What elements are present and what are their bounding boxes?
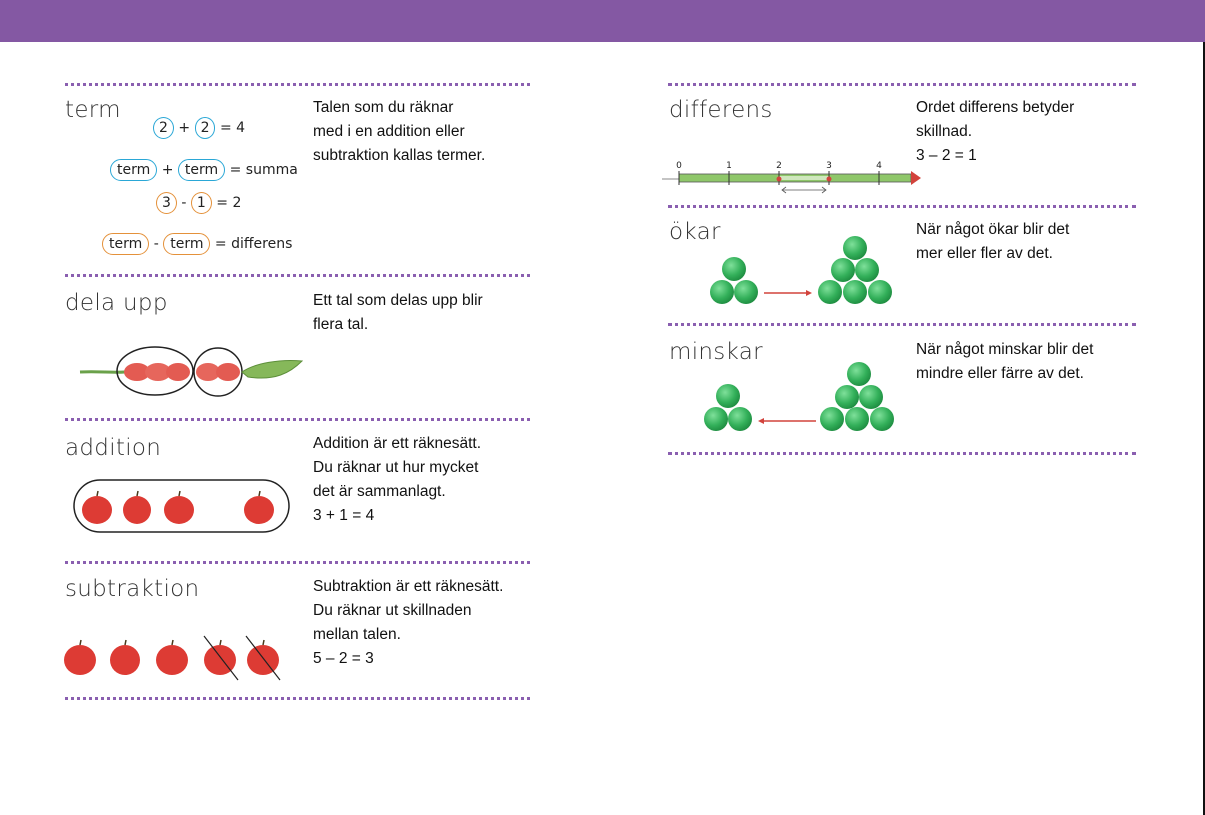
addition-word: addition bbox=[65, 435, 162, 461]
term-example-row-3: 3 - 1 = 2 bbox=[156, 192, 241, 214]
minskar-definition: När något minskar blir det mindre eller … bbox=[916, 341, 1094, 382]
separator bbox=[668, 452, 1136, 455]
split-pods-illustration bbox=[79, 346, 304, 397]
dela-upp-definition: Ett tal som delas upp blir flera tal. bbox=[313, 292, 483, 333]
separator bbox=[65, 561, 530, 564]
okar-definition: När något ökar blir det mer eller fler a… bbox=[916, 221, 1070, 262]
page-edge bbox=[1203, 42, 1205, 815]
header-bar bbox=[0, 0, 1205, 42]
separator bbox=[65, 83, 530, 86]
term-definition: Talen som du räknar med i en addition el… bbox=[313, 99, 486, 164]
decrease-illustration bbox=[704, 362, 894, 431]
differens-definition: Ordet differens betyder skillnad. 3 – 2 … bbox=[916, 99, 1075, 164]
tick-label: 3 bbox=[826, 161, 832, 171]
term-example-row-2: term + term = summa bbox=[110, 159, 298, 181]
differens-word: differens bbox=[669, 97, 773, 123]
apples-grouped-illustration bbox=[73, 479, 290, 533]
tick-label: 2 bbox=[776, 161, 782, 171]
minskar-word: minskar bbox=[669, 339, 763, 365]
number-line: 0 1 2 3 4 bbox=[662, 161, 921, 194]
term-word: term bbox=[65, 97, 121, 123]
subtraktion-definition: Subtraktion är ett räknesätt. Du räknar … bbox=[313, 578, 504, 667]
increase-illustration bbox=[710, 236, 892, 304]
term-example-row-4: term - term = differens bbox=[102, 233, 292, 255]
separator bbox=[65, 697, 530, 700]
tick-label: 1 bbox=[726, 161, 732, 171]
term-example-row-1: 2 + 2 = 4 bbox=[153, 117, 245, 139]
addition-definition: Addition är ett räknesätt. Du räknar ut … bbox=[313, 435, 482, 524]
separator bbox=[65, 418, 530, 421]
dela-upp-word: dela upp bbox=[65, 290, 168, 316]
separator bbox=[65, 274, 530, 277]
separator bbox=[668, 83, 1136, 86]
subtraktion-word: subtraktion bbox=[65, 576, 200, 602]
separator bbox=[668, 205, 1136, 208]
apples-crossed-illustration bbox=[64, 635, 281, 681]
okar-word: ökar bbox=[669, 219, 721, 245]
tick-label: 4 bbox=[876, 161, 882, 171]
tick-label: 0 bbox=[676, 161, 682, 171]
separator bbox=[668, 323, 1136, 326]
